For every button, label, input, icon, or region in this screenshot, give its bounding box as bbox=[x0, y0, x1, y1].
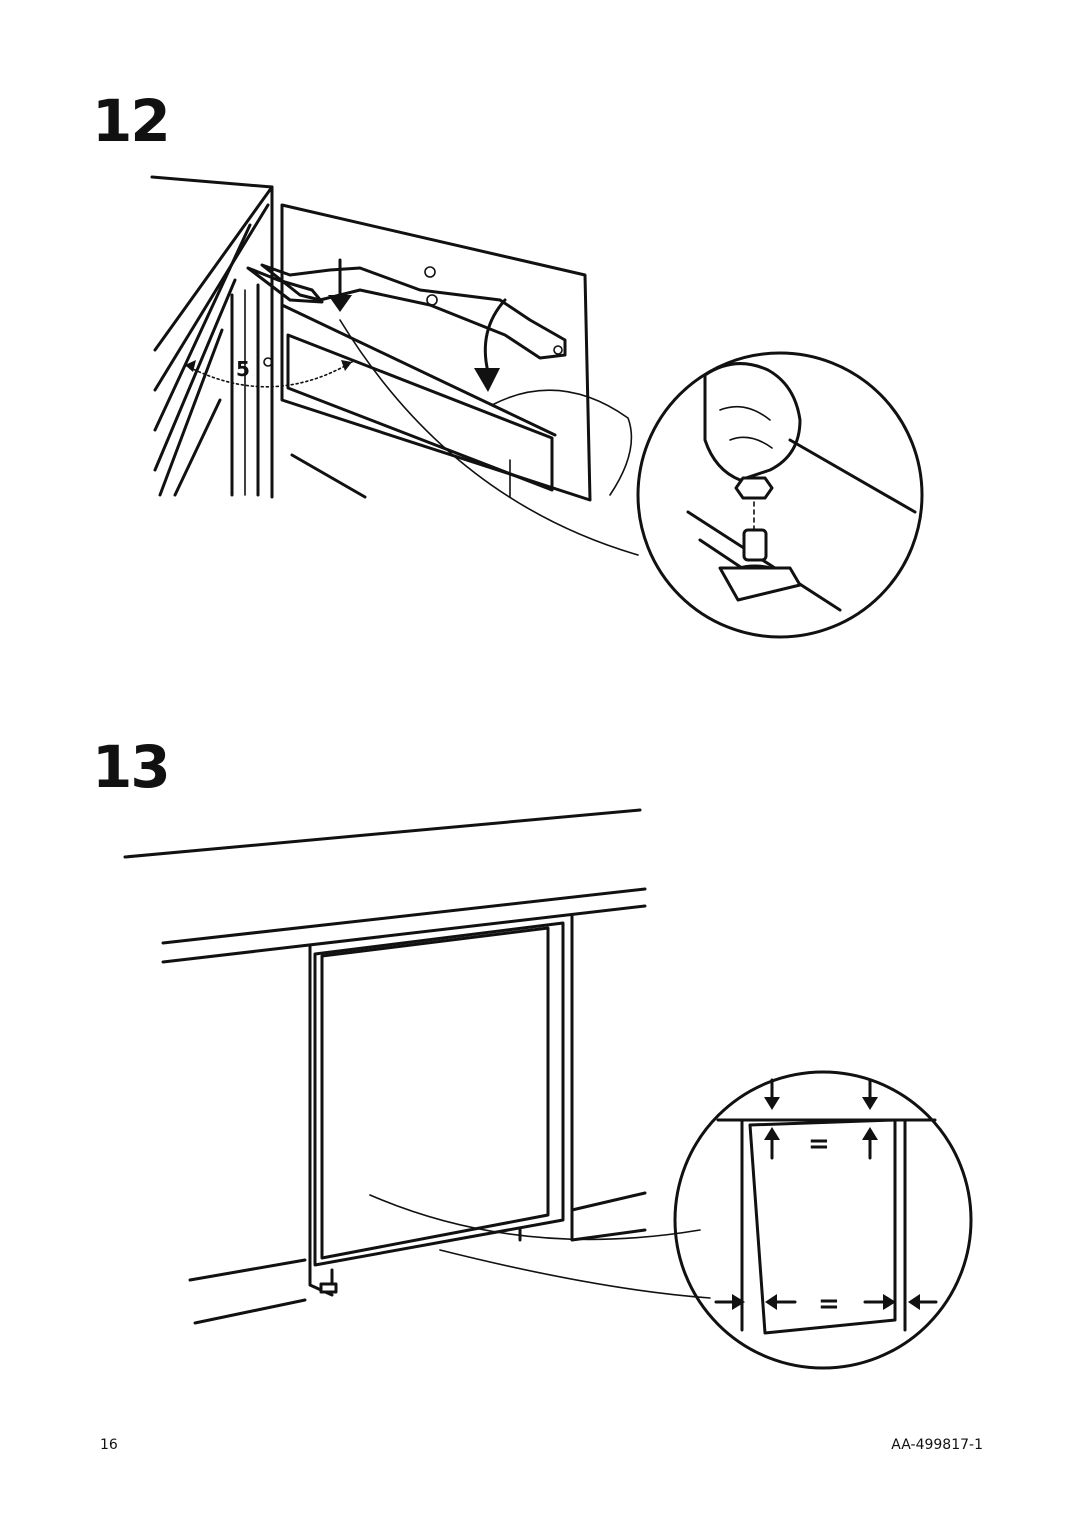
gap-detail: = = bbox=[714, 1078, 938, 1335]
screw-label-glyph: 5 bbox=[236, 357, 250, 381]
step-12-number: 12 bbox=[92, 87, 171, 155]
step-12-illustration: 5 bbox=[150, 175, 924, 639]
appliance-door-panel bbox=[313, 921, 565, 1294]
page-number: 16 bbox=[100, 1437, 118, 1453]
cabinet-side: 5 bbox=[150, 175, 274, 499]
cabinet-opening bbox=[188, 913, 647, 1325]
step-13-illustration: = = bbox=[123, 808, 973, 1370]
side-arrows bbox=[714, 1294, 938, 1310]
down-arrows bbox=[328, 258, 507, 392]
top-up-arrows bbox=[764, 1127, 878, 1160]
bottom-equal-sign: = bbox=[818, 1289, 840, 1319]
detail-hand-and-nut bbox=[686, 362, 917, 612]
rotation-arrow bbox=[184, 360, 353, 388]
countertop bbox=[123, 808, 647, 964]
step-13-number: 13 bbox=[92, 733, 171, 801]
magnifier-callout bbox=[339, 319, 924, 639]
top-down-arrows bbox=[764, 1078, 878, 1110]
top-equal-sign: = bbox=[808, 1129, 830, 1159]
document-code: AA-499817-1 bbox=[891, 1437, 983, 1453]
appliance-door bbox=[280, 203, 592, 502]
magnifier-callout-13 bbox=[369, 1070, 973, 1370]
